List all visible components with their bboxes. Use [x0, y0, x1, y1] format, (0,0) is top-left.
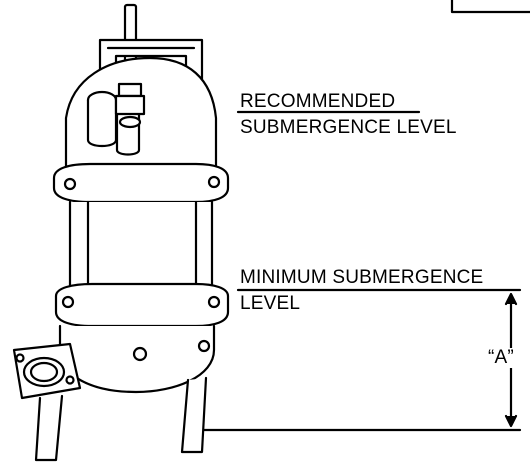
recommended-level-label-line2: SUBMERGENCE LEVEL — [240, 117, 457, 138]
minimum-level-label-line1: MINIMUM SUBMERGENCE — [240, 267, 484, 288]
dimension-a-label: “A” — [487, 347, 515, 368]
corner-box — [450, 0, 530, 14]
pump-drawing — [12, 3, 230, 462]
recommended-level-label-line1: RECOMMENDED — [240, 91, 396, 112]
minimum-level-label-line2: LEVEL — [240, 293, 301, 314]
